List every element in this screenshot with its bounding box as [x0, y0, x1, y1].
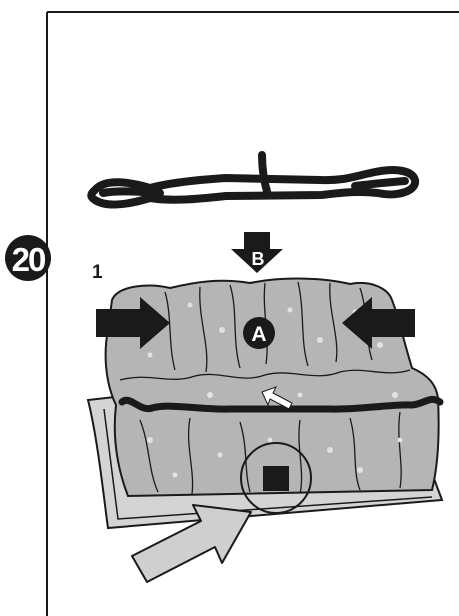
- small-arrow: [261, 386, 293, 410]
- pointer-arrow: [131, 504, 252, 583]
- page-frame: [46, 11, 459, 616]
- tie-band: [118, 395, 444, 413]
- left-compress-arrow: [96, 297, 170, 349]
- highlight-circle: [240, 442, 312, 514]
- latch-square: [263, 466, 289, 491]
- step-number: 20: [12, 241, 45, 278]
- arrow-b: B: [231, 232, 283, 273]
- step-badge: 20: [5, 235, 51, 281]
- strap-tool: [87, 151, 419, 209]
- label-a: A: [251, 323, 266, 346]
- label-b: B: [252, 249, 265, 269]
- substep-number: 1: [92, 262, 103, 283]
- label-a-circle: A: [243, 317, 275, 349]
- right-compress-arrow: [342, 297, 415, 349]
